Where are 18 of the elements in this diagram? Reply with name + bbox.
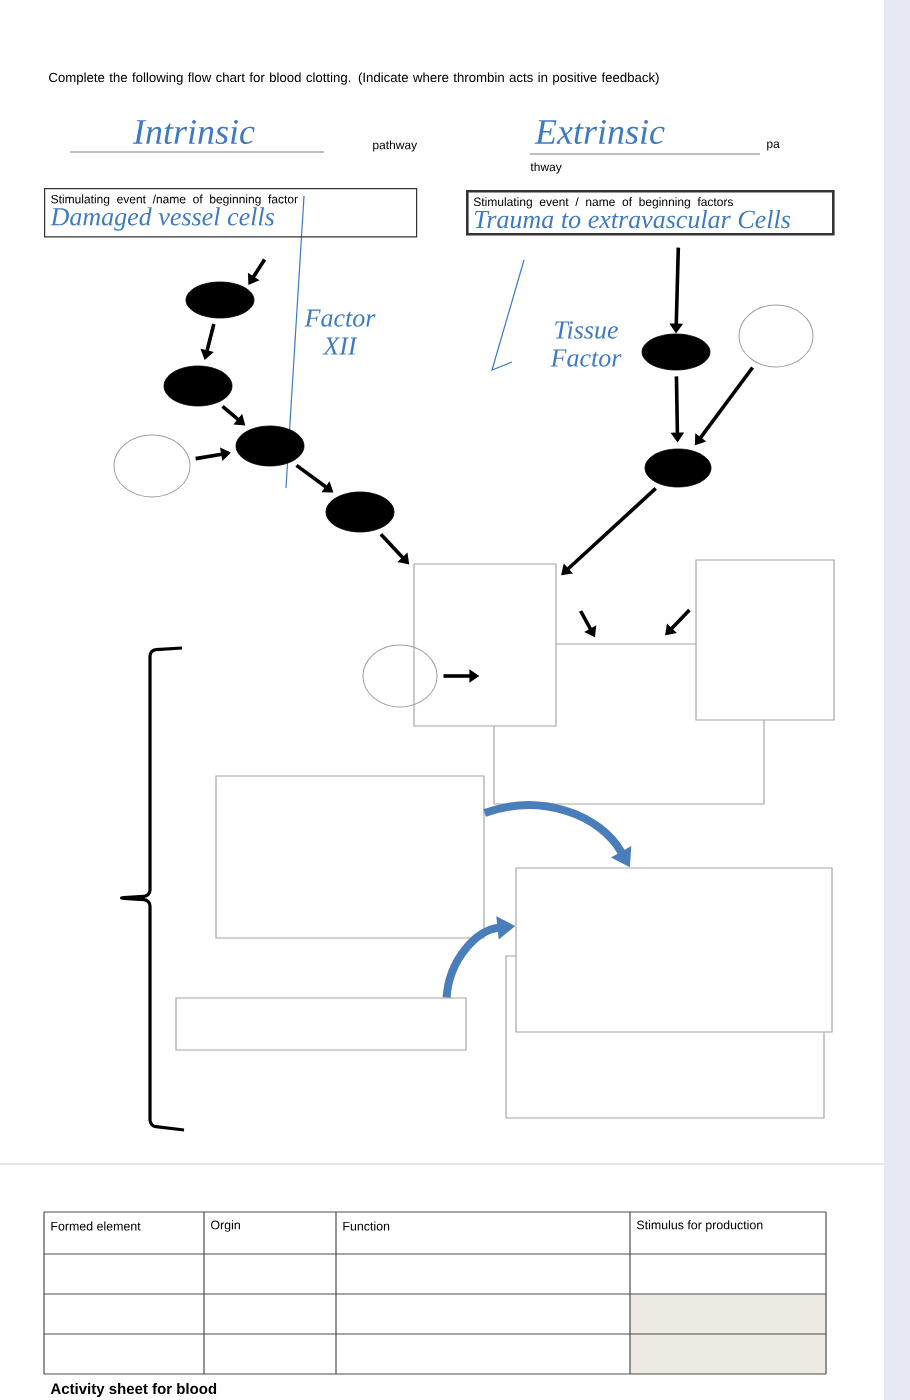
blank-circle [113,434,191,498]
blank-box [515,867,833,1033]
blank-box [413,563,557,727]
handwritten-answer: Intrinsic [132,119,255,145]
handwritten-answer: Factor XII [304,309,376,355]
blank-box [695,559,835,721]
filled-ellipse [325,491,395,533]
filled-ellipse [641,333,711,371]
filled-ellipse [163,365,233,407]
blank-box [215,775,485,939]
filled-ellipse [235,425,305,467]
handwritten-answer: Extrinsic [534,119,665,145]
filled-ellipse [185,281,255,319]
handwritten-answer: Tissue Factor [550,321,622,367]
blank-circle [738,304,814,368]
blank-circle [362,644,438,708]
blank-box [175,997,467,1051]
filled-ellipse [644,448,712,488]
